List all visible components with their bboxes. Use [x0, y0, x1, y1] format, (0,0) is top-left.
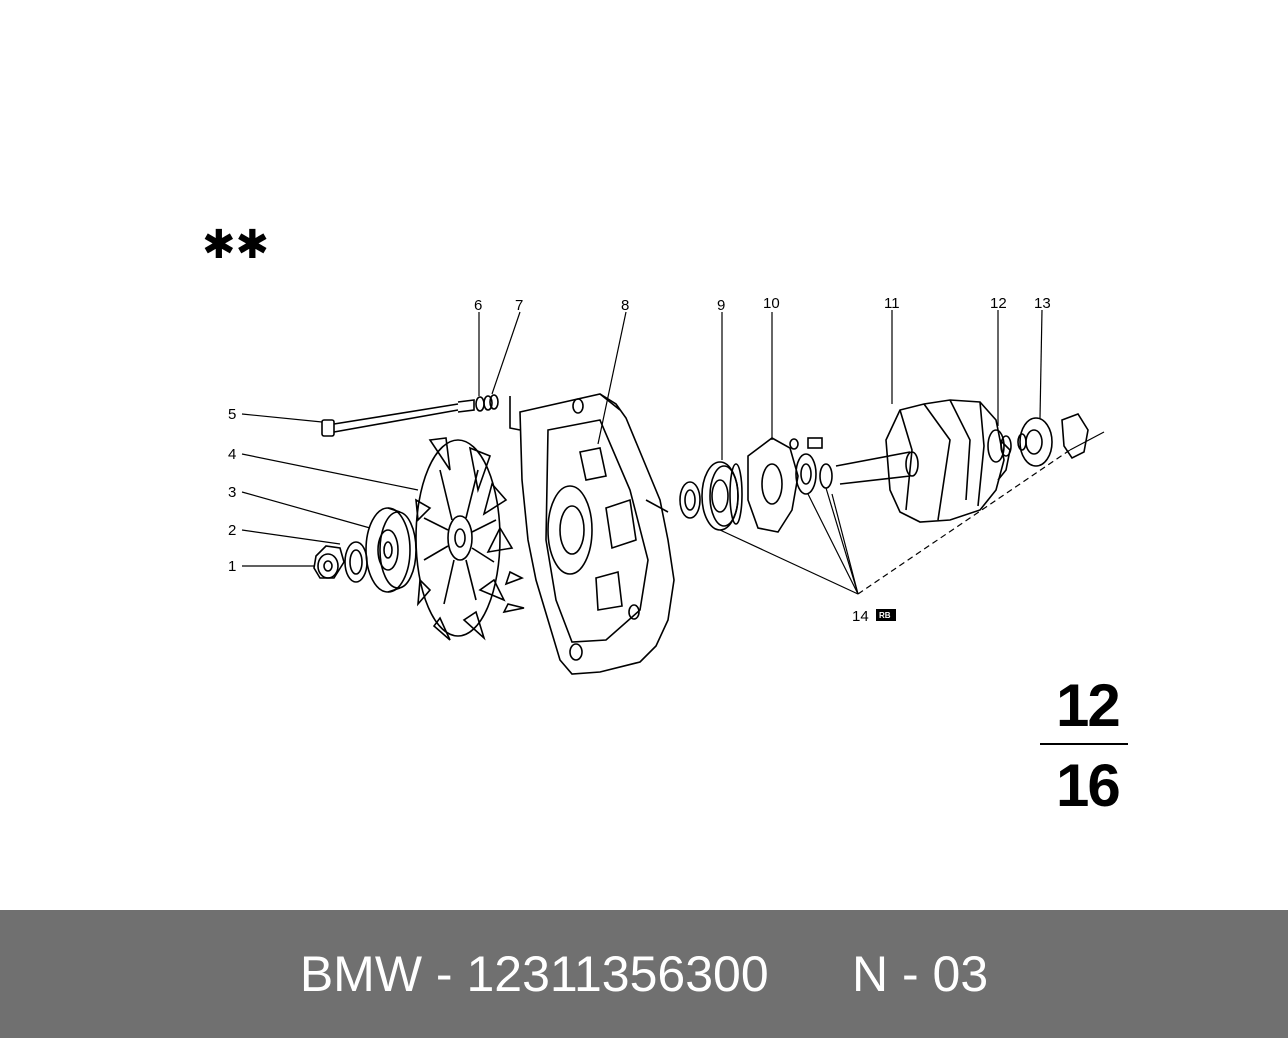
- footer-variant: N - 03: [852, 946, 989, 1002]
- footer-brand: BMW: [299, 946, 423, 1002]
- part-slip-ring: [987, 429, 1012, 463]
- part-retainer-plate: [747, 437, 833, 533]
- callout-2: 2: [228, 522, 236, 539]
- footer-separator: -: [422, 946, 467, 1002]
- group-number-top: 12: [1056, 672, 1121, 739]
- part-housing: [509, 393, 675, 675]
- group-number-bottom: 16: [1056, 752, 1121, 819]
- star-marks-icon: ✱✱: [202, 222, 269, 268]
- rb-badge: [876, 609, 896, 621]
- footer-part-number: 12311356300: [466, 946, 769, 1002]
- rb-badge-text: RB: [879, 611, 891, 620]
- part-through-bolt: [321, 399, 475, 437]
- part-fan: [415, 437, 525, 641]
- group-divider: [1042, 743, 1128, 745]
- part-rotor: [835, 399, 1011, 523]
- part-pulley: [365, 507, 417, 593]
- callout-10: 10: [763, 295, 780, 312]
- callout-1: 1: [228, 558, 236, 575]
- callout-13: 13: [1034, 295, 1051, 312]
- callout-14: 14: [852, 608, 869, 625]
- leader-lines: [241, 309, 1105, 595]
- callout-5: 5: [228, 406, 236, 423]
- callout-4: 4: [228, 446, 236, 463]
- part-rear-bearing: [1017, 413, 1089, 467]
- exploded-parts-diagram: ✱✱: [202, 222, 1105, 675]
- part-small-nut-washer: [475, 394, 499, 412]
- callout-6: 6: [474, 297, 482, 314]
- part-ball-bearing: [679, 461, 743, 531]
- callout-8: 8: [621, 297, 629, 314]
- part-nut: [313, 545, 345, 579]
- footer-banner: BMW - 12311356300 N - 03: [0, 910, 1288, 1038]
- callout-12: 12: [990, 295, 1007, 312]
- callout-11: 11: [884, 295, 900, 312]
- callout-7: 7: [515, 297, 523, 314]
- footer-gap: [769, 945, 852, 1003]
- callout-3: 3: [228, 484, 236, 501]
- part-washer: [344, 541, 368, 583]
- callout-9: 9: [717, 297, 725, 314]
